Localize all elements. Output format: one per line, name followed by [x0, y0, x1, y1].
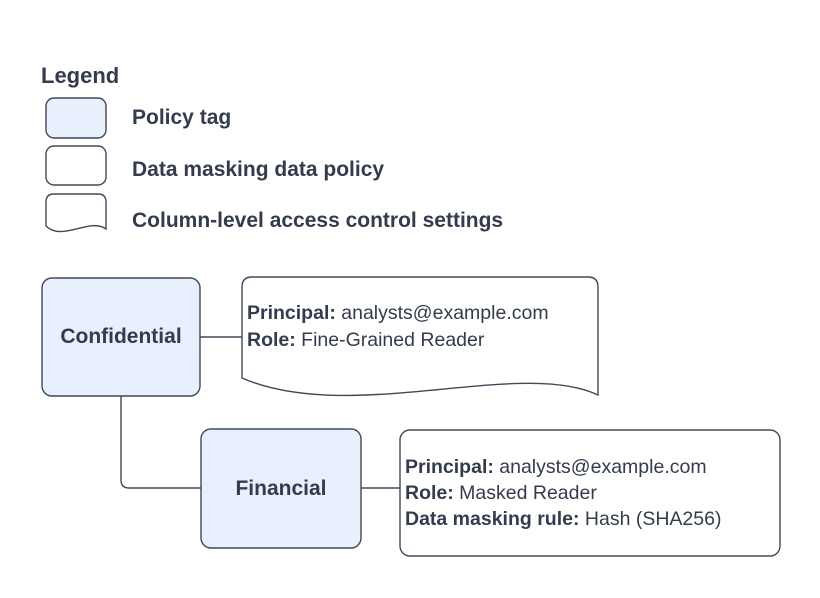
- financial-node-shape: [200, 428, 362, 549]
- confidential-node-shape: [41, 277, 201, 397]
- data-policy-line: Principal: analysts@example.com: [405, 456, 707, 478]
- connector-confidential-financial: [120, 396, 201, 489]
- data-policy-line: Role: Masked Reader: [405, 482, 597, 504]
- confidential-node-label: Confidential: [60, 325, 182, 348]
- financial-node-label: Financial: [235, 476, 327, 500]
- legend-item-data-policy: Data masking data policy: [132, 158, 385, 181]
- data-policy-line: Data masking rule: Hash (SHA256): [405, 508, 722, 530]
- legend-policy-tag-swatch: [45, 97, 107, 139]
- access-settings-line: Role: Fine-Grained Reader: [247, 329, 485, 351]
- access-settings-text: Principal: analysts@example.com Role: Fi…: [247, 300, 549, 354]
- legend-title: Legend: [41, 63, 120, 88]
- legend-item-column-access: Column-level access control settings: [132, 209, 504, 232]
- access-settings-shape: [241, 276, 599, 397]
- access-settings-line: Principal: analysts@example.com: [247, 302, 549, 324]
- legend-item-policy-tag: Policy tag: [132, 106, 232, 129]
- data-policy-text: Principal: analysts@example.com Role: Ma…: [405, 454, 721, 532]
- legend-data-policy-swatch: [45, 145, 107, 186]
- legend-column-access-swatch: [45, 193, 107, 233]
- data-policy-shape: [399, 429, 781, 557]
